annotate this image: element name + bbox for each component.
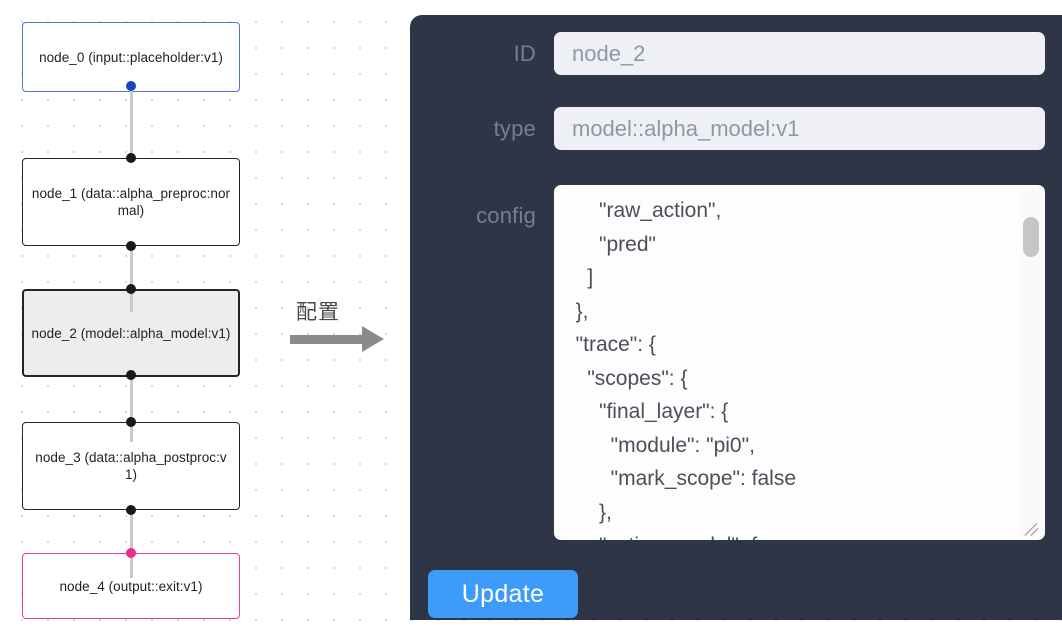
- graph-node-label: node_1 (data::alpha_preproc:normal): [31, 186, 231, 218]
- edge-node1-node2: [130, 246, 133, 312]
- id-label: ID: [513, 40, 536, 66]
- annotation-label: 配置: [296, 300, 340, 324]
- config-textarea[interactable]: "raw_action", "pred" ] }, "trace": { "sc…: [554, 185, 1045, 540]
- node-handle-source-node_3[interactable]: [126, 505, 136, 515]
- type-label: type: [493, 115, 536, 141]
- node-handle-source-node_0[interactable]: [126, 81, 136, 91]
- graph-node-label: node_2 (model::alpha_model:v1): [31, 325, 231, 341]
- node-handle-target-node_4[interactable]: [126, 548, 136, 558]
- node-handle-source-node_1[interactable]: [126, 241, 136, 251]
- node-handle-target-node_1[interactable]: [126, 153, 136, 163]
- node-config-panel: ID type config "raw_action", "pred" ] },…: [410, 15, 1062, 620]
- config-scrollbar-thumb[interactable]: [1023, 217, 1039, 257]
- edge-node3-node4: [130, 508, 133, 578]
- graph-node-node_0[interactable]: node_0 (input::placeholder:v1): [22, 22, 240, 92]
- edge-node2-node3: [130, 374, 133, 442]
- annotation-configure: 配置: [288, 296, 396, 366]
- node-handle-source-node_2[interactable]: [126, 370, 136, 380]
- edge-node0-node1: [130, 90, 133, 158]
- graph-node-label: node_3 (data::alpha_postproc:v1): [35, 450, 227, 482]
- graph-node-label: node_0 (input::placeholder:v1): [39, 49, 223, 65]
- field-row-id: ID: [428, 32, 1045, 75]
- field-row-type: type: [428, 107, 1045, 150]
- node-handle-target-node_3[interactable]: [126, 417, 136, 427]
- node-handle-target-node_2[interactable]: [126, 284, 136, 294]
- arrow-right-head-icon: [362, 326, 384, 352]
- field-row-config: config "raw_action", "pred" ] }, "trace"…: [428, 185, 1045, 540]
- graph-node-node_1[interactable]: node_1 (data::alpha_preproc:normal): [22, 158, 240, 246]
- arrow-right-icon: [290, 335, 364, 344]
- type-input[interactable]: [554, 107, 1045, 150]
- update-button[interactable]: Update: [428, 570, 578, 618]
- config-scrollbar-track[interactable]: [1021, 189, 1041, 536]
- config-textarea-wrap: "raw_action", "pred" ] }, "trace": { "sc…: [554, 185, 1045, 540]
- graph-node-label: node_4 (output::exit:v1): [59, 578, 203, 594]
- config-label: config: [476, 203, 536, 228]
- id-input[interactable]: [554, 32, 1045, 75]
